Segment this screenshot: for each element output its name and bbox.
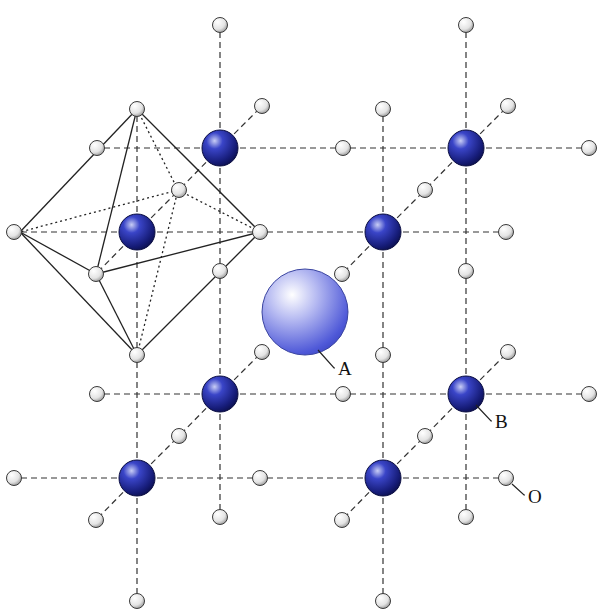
oxygen-atom bbox=[213, 264, 228, 279]
oxygen-atom bbox=[459, 510, 474, 525]
oxygen-atom bbox=[255, 99, 270, 114]
octahedron-edge bbox=[178, 190, 260, 232]
oxygen-atom bbox=[582, 141, 597, 156]
octahedron-edge bbox=[96, 274, 137, 355]
atom-label: A bbox=[338, 359, 352, 378]
b-site-atom bbox=[448, 130, 484, 166]
oxygen-atom bbox=[172, 429, 187, 444]
oxygen-atom bbox=[255, 345, 270, 360]
octahedron-edge bbox=[137, 109, 178, 190]
oxygen-atom bbox=[459, 18, 474, 33]
oxygen-atom bbox=[213, 18, 228, 33]
leader-line bbox=[318, 350, 335, 368]
oxygen-atom bbox=[335, 513, 350, 528]
oxygen-atom bbox=[90, 141, 105, 156]
b-site-atom bbox=[202, 130, 238, 166]
leader-line bbox=[476, 405, 492, 421]
b-site-atom bbox=[202, 376, 238, 412]
oxygen-atom bbox=[172, 183, 187, 198]
oxygen-atom bbox=[90, 387, 105, 402]
oxygen-atom bbox=[130, 594, 145, 609]
b-site-atom bbox=[365, 214, 401, 250]
octahedron-edge bbox=[137, 232, 260, 355]
oxygen-atom bbox=[376, 348, 391, 363]
oxygen-atom bbox=[499, 471, 514, 486]
oxygen-atom bbox=[376, 102, 391, 117]
octahedron-edge bbox=[20, 232, 96, 274]
oxygen-atom bbox=[89, 267, 104, 282]
b-site-atom bbox=[119, 460, 155, 496]
oxygen-atom bbox=[213, 510, 228, 525]
octahedron-edge bbox=[20, 109, 137, 232]
leader-line bbox=[512, 484, 525, 495]
b-site-atom bbox=[119, 214, 155, 250]
octahedron-edge bbox=[137, 109, 260, 232]
oxygen-atom bbox=[418, 429, 433, 444]
oxygen-atom bbox=[582, 387, 597, 402]
oxygen-atom bbox=[335, 267, 350, 282]
a-site-atom bbox=[262, 269, 348, 355]
atom-label: O bbox=[528, 487, 542, 506]
octahedron-edge bbox=[20, 232, 137, 355]
oxygen-atom bbox=[336, 387, 351, 402]
oxygen-atom bbox=[501, 99, 516, 114]
oxygen-atom bbox=[459, 264, 474, 279]
oxygen-atom bbox=[501, 345, 516, 360]
b-site-atom bbox=[448, 376, 484, 412]
oxygen-atom bbox=[7, 225, 22, 240]
oxygen-atom bbox=[130, 102, 145, 117]
oxygen-atom bbox=[89, 513, 104, 528]
oxygen-atom bbox=[499, 225, 514, 240]
oxygen-atom bbox=[7, 471, 22, 486]
b-site-atom bbox=[365, 460, 401, 496]
oxygen-atom bbox=[336, 141, 351, 156]
atom-label: B bbox=[495, 412, 508, 431]
oxygen-atom bbox=[418, 183, 433, 198]
oxygen-atom bbox=[376, 594, 391, 609]
oxygen-atom bbox=[253, 225, 268, 240]
oxygen-atom bbox=[253, 471, 268, 486]
oxygen-atom bbox=[130, 348, 145, 363]
